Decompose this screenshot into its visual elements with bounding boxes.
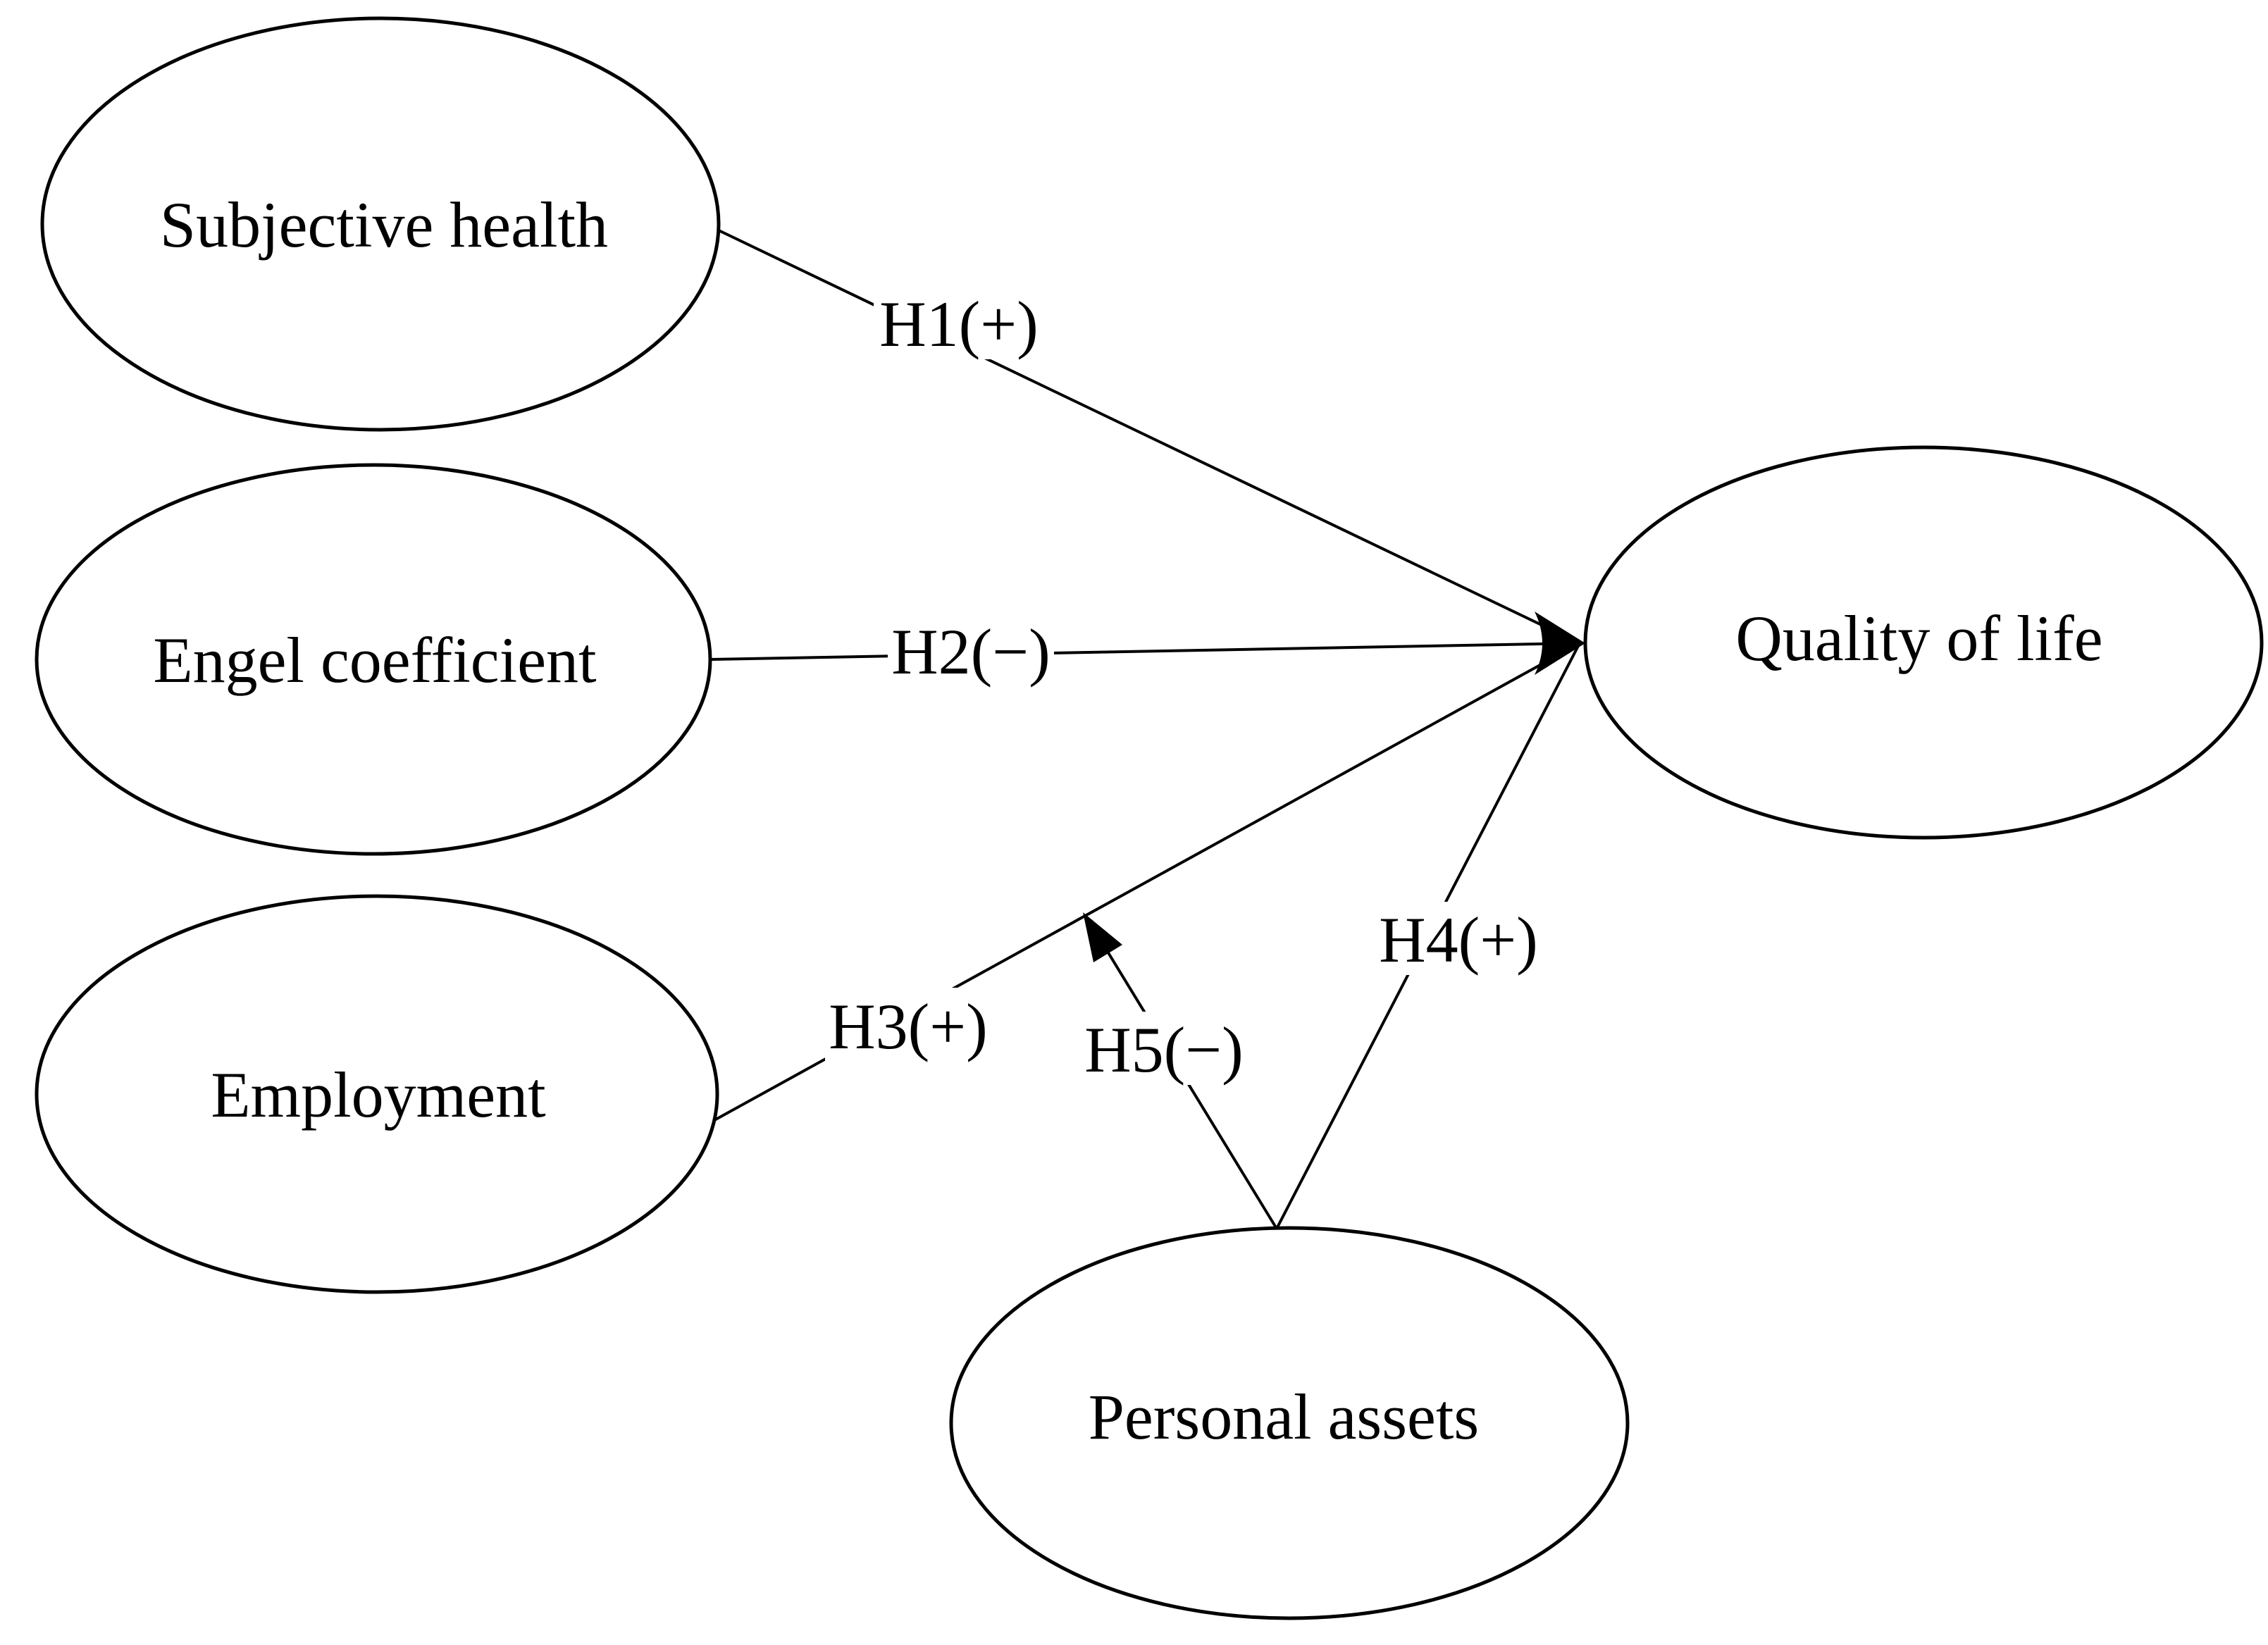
node-subjective-health xyxy=(40,16,721,432)
h5-label-bg xyxy=(1081,1012,1247,1085)
node-label-personal-assets: Personal assets xyxy=(1089,1381,1479,1453)
h2-label-bg xyxy=(888,613,1054,688)
h5-moderation-arrowhead-icon xyxy=(1083,912,1122,962)
node-engel-coefficient xyxy=(35,463,712,856)
h3-label-bg xyxy=(825,988,991,1062)
edge-labels: H1(+) H2(−) H3(+) H4(+) H5(−) xyxy=(829,288,1538,1086)
edge-label-h4: H4(+) xyxy=(1379,904,1538,976)
edge-h2-line xyxy=(709,642,1580,661)
edge-label-h1: H1(+) xyxy=(879,288,1039,360)
node-employment xyxy=(35,894,719,1294)
edge-label-backgrounds xyxy=(825,286,1542,1085)
node-labels: Subjective health Engel coefficient Empl… xyxy=(153,189,2102,1453)
node-quality-of-life xyxy=(1583,445,2264,840)
quality-of-life-arrowhead-icon xyxy=(1535,612,1585,675)
edge-label-h2: H2(−) xyxy=(891,616,1051,688)
edge-label-h5: H5(−) xyxy=(1084,1014,1244,1086)
node-label-subjective-health: Subjective health xyxy=(160,189,608,261)
edge-label-h3: H3(+) xyxy=(829,991,988,1062)
edge-h1-line xyxy=(718,229,1580,645)
node-label-quality-of-life: Quality of life xyxy=(1735,602,2102,674)
node-personal-assets xyxy=(949,1226,1630,1620)
node-label-employment: Employment xyxy=(211,1059,546,1131)
h1-label-bg xyxy=(874,286,1044,359)
arrowheads xyxy=(1083,612,1585,962)
nodes xyxy=(35,16,2264,1620)
h4-label-bg xyxy=(1375,902,1542,975)
node-label-engel-coefficient: Engel coefficient xyxy=(153,624,597,696)
